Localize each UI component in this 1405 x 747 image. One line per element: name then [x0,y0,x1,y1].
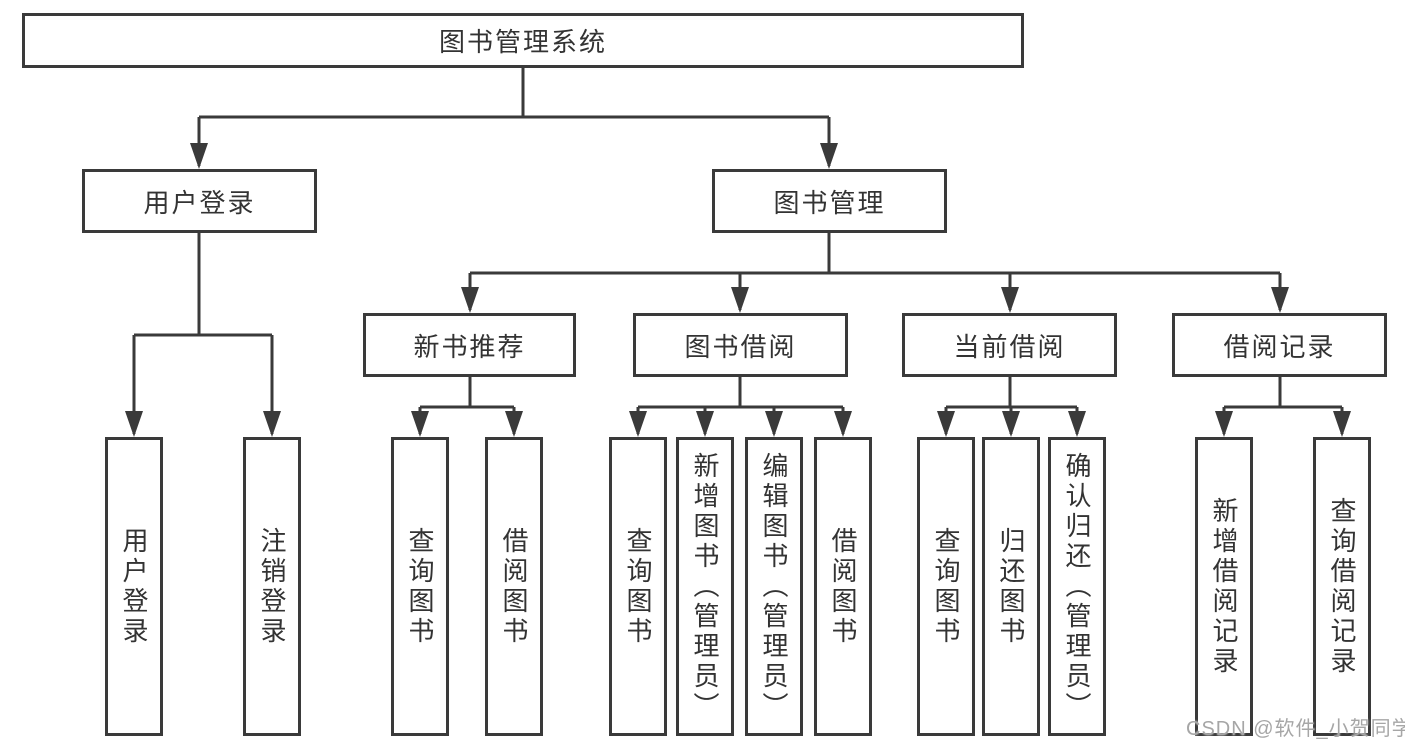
leaf-add-borrow-record: 新增借阅记录 [1195,437,1253,736]
node-book-management: 图书管理 [712,169,947,233]
leaf-logout: 注销登录 [243,437,301,736]
node-new-book-recommendation: 新书推荐 [363,313,576,377]
node-book-borrowing: 图书借阅 [633,313,848,377]
node-borrowing-records: 借阅记录 [1172,313,1387,377]
leaf-query-borrow-record: 查询借阅记录 [1313,437,1371,736]
leaf-user-login: 用户登录 [105,437,163,736]
watermark: CSDN @软件_小贺同学 [1186,718,1405,740]
connector-strokes [132,68,1344,434]
leaf-borrow-books-recommend: 借阅图书 [485,437,543,736]
leaf-query-books-borrowing: 查询图书 [609,437,667,736]
leaf-edit-book-admin: 编辑图书（管理员） [745,437,803,736]
leaf-query-books-current: 查询图书 [917,437,975,736]
leaf-return-books: 归还图书 [982,437,1040,736]
leaf-borrow-books-borrowing: 借阅图书 [814,437,872,736]
node-user-login: 用户登录 [82,169,317,233]
node-current-borrowing: 当前借阅 [902,313,1117,377]
leaf-confirm-return-admin: 确认归还（管理员） [1048,437,1106,736]
leaf-query-books-recommend: 查询图书 [391,437,449,736]
node-library-management-system: 图书管理系统 [22,13,1024,68]
leaf-add-book-admin: 新增图书（管理员） [676,437,734,736]
